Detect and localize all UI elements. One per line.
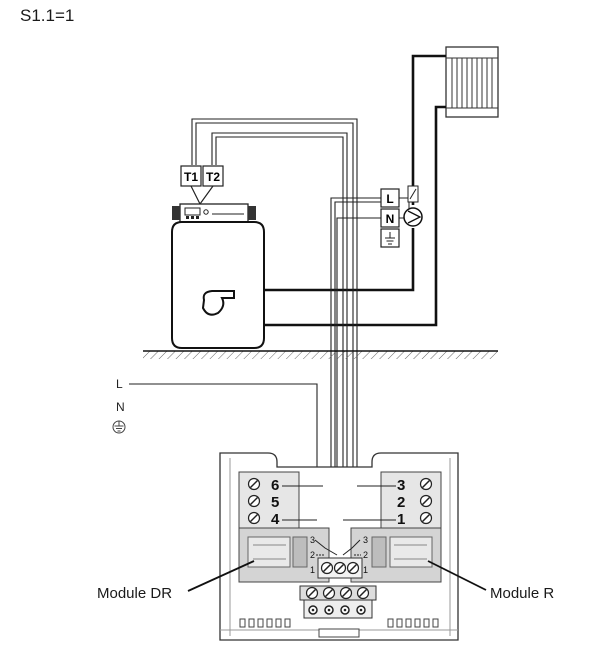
screw-terminal-icon: [356, 586, 370, 600]
pump-terminal-l: L: [386, 192, 393, 206]
screw-terminal-icon: [247, 511, 261, 525]
mains-supply: L N: [112, 377, 321, 479]
sensor-t1: T1: [180, 165, 202, 187]
screw-terminal-icon: [346, 561, 360, 575]
sensor-t2-label: T2: [206, 170, 220, 184]
module-dr-small-2: 2: [310, 550, 315, 560]
power-terminal-block: [299, 585, 377, 619]
screw-terminal-icon: [419, 511, 433, 525]
module-r-small-2: 2: [363, 550, 368, 560]
screw-terminal-icon: [419, 494, 433, 508]
screw-terminal-icon: [305, 586, 319, 600]
module-r-terminal-2: 2: [397, 494, 405, 511]
module-dr-small-3: 3: [310, 535, 315, 545]
earth-ground-icon: [112, 420, 126, 434]
module-dr-terminal-6: 6: [271, 477, 279, 494]
pump-terminal-block: L N: [380, 188, 410, 248]
module-r-terminal-3: 3: [397, 477, 405, 494]
central-terminal-strip: [317, 557, 363, 579]
screw-terminal-icon: [419, 477, 433, 491]
module-r-label: Module R: [490, 585, 554, 602]
module-r-small-1: 1: [363, 565, 368, 575]
pump-icon: [403, 185, 423, 227]
sensor-t2: T2: [202, 165, 224, 187]
module-dr-label: Module DR: [97, 585, 172, 602]
module-r-terminal-1: 1: [397, 511, 405, 528]
fan-icon: [201, 290, 235, 316]
earth-ground-icon: [385, 232, 395, 245]
screw-terminal-icon: [333, 561, 347, 575]
supply-n-label: N: [116, 400, 125, 414]
module-dr-terminal-4: 4: [271, 511, 280, 528]
module-r-small-3: 3: [363, 535, 368, 545]
module-dr-small-1: 1: [310, 565, 315, 575]
module-dr-terminal-5: 5: [271, 494, 279, 511]
screw-terminal-icon: [339, 586, 353, 600]
module-dr-leader: [187, 560, 255, 592]
screw-terminal-icon: [320, 561, 334, 575]
radiator-icon: [445, 46, 499, 118]
module-r: 3 2 1 3 2 1: [342, 471, 442, 583]
supply-l-label: L: [116, 377, 123, 391]
heating-pipes: [263, 54, 446, 327]
pump-terminal-n: N: [386, 212, 395, 226]
screw-terminal-icon: [322, 586, 336, 600]
floor: [143, 350, 498, 359]
module-dr: 6 5 4 3 2 1: [238, 471, 338, 583]
boiler: [171, 203, 265, 349]
screw-terminal-icon: [247, 477, 261, 491]
screw-terminal-icon: [247, 494, 261, 508]
module-r-leader: [427, 560, 487, 591]
page-title: S1.1=1: [20, 6, 75, 25]
sensor-junction: [190, 185, 214, 206]
sensor-t1-label: T1: [184, 170, 198, 184]
